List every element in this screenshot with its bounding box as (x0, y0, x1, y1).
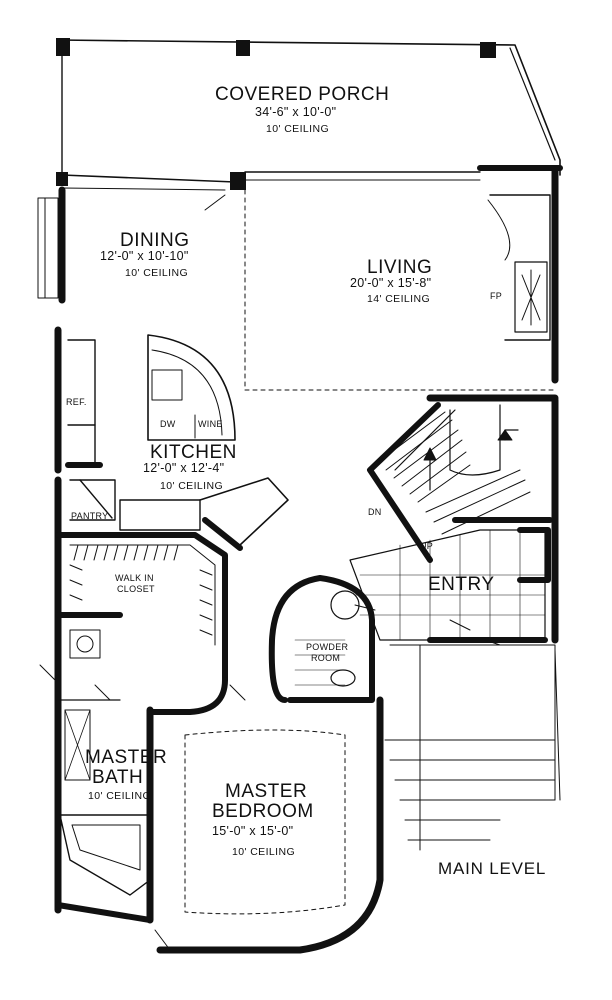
walk-in-closet-label-line1: WALK IN (115, 573, 154, 583)
kitchen-dims-label: 12'-0" x 12'-4" (143, 461, 225, 475)
walk-in-closet (55, 532, 228, 715)
master-bedroom-name-line1: MASTER (225, 781, 308, 802)
dishwasher-label: DW (160, 419, 176, 429)
dining-windows (37, 197, 59, 299)
master-bath-name-line2: BATH (92, 767, 144, 788)
kitchen-island (147, 334, 236, 441)
master-bedroom-dims-label: 15'-0" x 15'-0" (212, 824, 294, 838)
wine-label: WINE (198, 419, 223, 429)
door-swings (39, 194, 501, 951)
fireplace-label: FP (490, 291, 503, 301)
level-label: MAIN LEVEL (438, 859, 547, 878)
bedroom-rug (184, 729, 346, 915)
master-bedroom-ceiling-label: 10' CEILING (232, 846, 296, 858)
living-name-label: LIVING (367, 257, 433, 278)
porch-outline (57, 39, 563, 191)
porch-dims-label: 34'-6" x 10'-0" (255, 105, 337, 119)
dining-dims-label: 12'-0" x 10'-10" (100, 249, 189, 263)
stair-down-label: DN (368, 507, 382, 517)
front-steps (384, 644, 561, 851)
porch-ceiling-label: 10' CEILING (266, 123, 330, 135)
entry-name-label: ENTRY (428, 574, 495, 595)
refrigerator-label: REF. (66, 397, 87, 407)
kitchen-ceiling-label: 10' CEILING (160, 480, 224, 492)
fireplace (487, 194, 551, 341)
kitchen-counters (65, 339, 116, 521)
living-ceiling-label: 14' CEILING (367, 293, 431, 305)
pantry-label: PANTRY (71, 511, 109, 521)
powder-room-label-line1: POWDER (306, 642, 349, 652)
living-boundary (244, 189, 556, 391)
exterior-walls (54, 166, 559, 954)
dining-name-label: DINING (120, 230, 190, 251)
kitchen-name-label: KITCHEN (150, 442, 237, 463)
master-bath-name-line1: MASTER (85, 747, 168, 768)
walk-in-closet-label-line2: CLOSET (117, 584, 155, 594)
master-bedroom-name-line2: BEDROOM (212, 801, 314, 822)
powder-room (268, 575, 375, 703)
porch-name-label: COVERED PORCH (215, 84, 390, 105)
entry-closet-wall (517, 527, 551, 583)
master-bath-ceiling-label: 10' CEILING (88, 790, 152, 802)
dining-ceiling-label: 10' CEILING (125, 267, 189, 279)
porch-columns (56, 38, 496, 190)
kitchen-lower-counter (119, 477, 289, 551)
stair-up-label: UP (420, 541, 434, 551)
living-dims-label: 20'-0" x 15'-8" (350, 276, 432, 290)
staircase (367, 402, 553, 563)
powder-room-label-line2: ROOM (311, 653, 341, 663)
